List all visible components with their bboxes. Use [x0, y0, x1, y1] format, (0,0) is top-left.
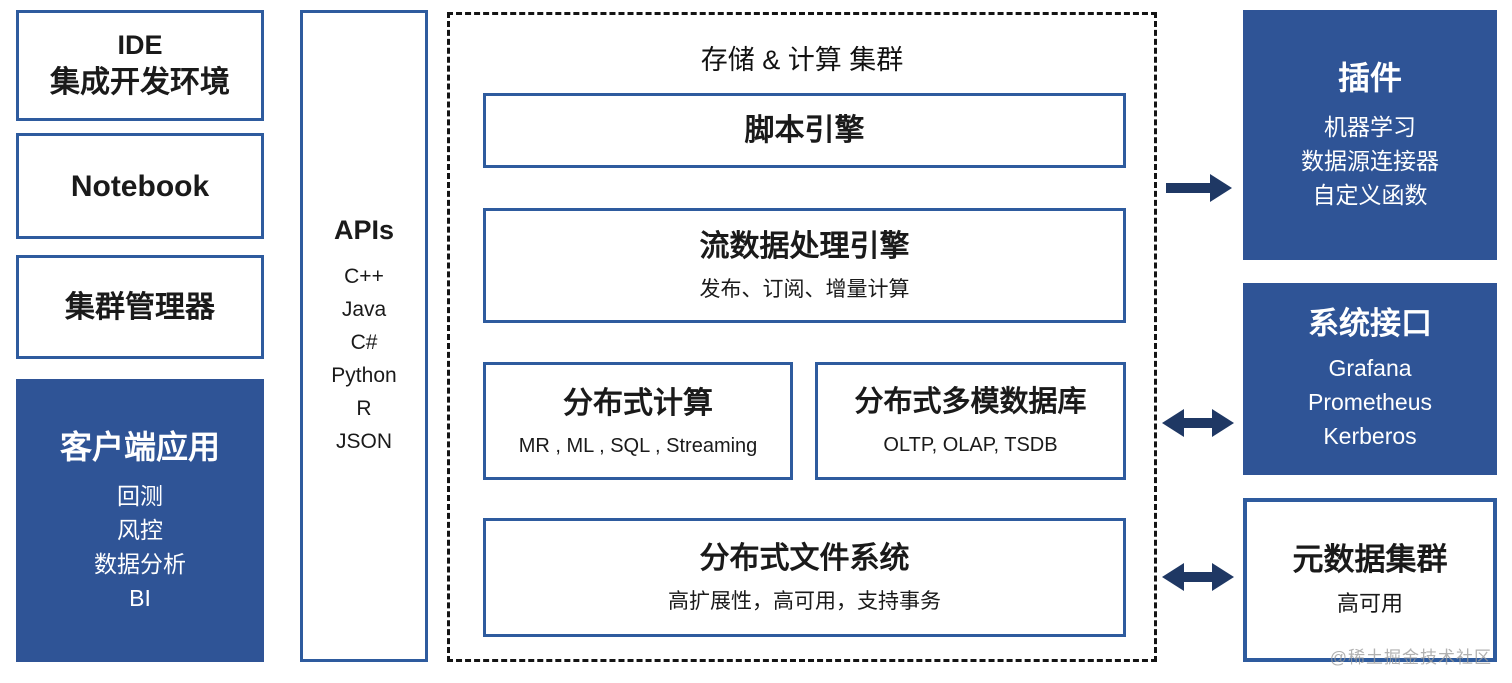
- plugins-item: 自定义函数: [1312, 182, 1428, 208]
- box-cluster-manager: 集群管理器: [16, 255, 264, 359]
- stream-engine-title: 流数据处理引擎: [699, 230, 910, 264]
- box-notebook: Notebook: [16, 133, 264, 239]
- system-interfaces-item: Kerberos: [1323, 423, 1417, 450]
- client-app-item: 数据分析: [94, 550, 186, 577]
- metadata-cluster-subtitle: 高可用: [1336, 591, 1403, 617]
- client-app-items: 回测 风控 数据分析 BI: [94, 479, 186, 615]
- notebook-label: Notebook: [70, 169, 210, 203]
- ide-title: IDE: [117, 30, 163, 61]
- box-plugins: 插件 机器学习 数据源连接器 自定义函数: [1243, 10, 1497, 260]
- apis-item: R: [356, 396, 372, 420]
- box-client-app: 客户端应用 回测 风控 数据分析 BI: [16, 379, 264, 662]
- box-metadata-cluster: 元数据集群 高可用: [1243, 498, 1497, 662]
- plugins-item: 数据源连接器: [1301, 148, 1439, 174]
- apis-item: Python: [331, 363, 397, 387]
- client-app-item: 风控: [117, 516, 163, 543]
- cluster-manager-label: 集群管理器: [65, 290, 215, 324]
- box-system-interfaces: 系统接口 Grafana Prometheus Kerberos: [1243, 283, 1497, 475]
- client-app-title: 客户端应用: [59, 428, 220, 465]
- metadata-cluster-title: 元数据集群: [1292, 542, 1448, 578]
- storage-compute-cluster-title: 存储 & 计算 集群: [700, 45, 904, 75]
- system-interfaces-item: Grafana: [1328, 355, 1412, 382]
- arrow-left-right-icon: [1160, 561, 1236, 598]
- storage-compute-cluster-container: [447, 12, 1157, 662]
- plugins-title: 插件: [1337, 60, 1402, 96]
- box-distributed-compute: 分布式计算 MR , ML , SQL , Streaming: [483, 362, 793, 480]
- apis-item: C#: [350, 330, 378, 354]
- watermark: @稀土掘金技术社区: [1329, 648, 1492, 667]
- script-engine-title: 脚本引擎: [744, 114, 865, 147]
- client-app-item: 回测: [117, 482, 163, 509]
- box-stream-engine: 流数据处理引擎 发布、订阅、增量计算: [483, 208, 1126, 323]
- arrow-left-right-icon: [1160, 407, 1236, 444]
- plugins-items: 机器学习 数据源连接器 自定义函数: [1301, 110, 1439, 212]
- box-apis: APIs C++ Java C# Python R JSON: [300, 10, 428, 662]
- box-file-system: 分布式文件系统 高扩展性，高可用，支持事务: [483, 518, 1126, 637]
- stream-engine-subtitle: 发布、订阅、增量计算: [699, 278, 910, 302]
- ide-subtitle: 集成开发环境: [50, 65, 230, 99]
- box-script-engine: 脚本引擎: [483, 93, 1126, 168]
- apis-item: C++: [344, 264, 384, 288]
- system-interfaces-title: 系统接口: [1308, 305, 1432, 341]
- box-ide: IDE 集成开发环境: [16, 10, 264, 121]
- arrow-right-icon: [1164, 172, 1234, 209]
- file-system-subtitle: 高扩展性，高可用，支持事务: [668, 590, 941, 614]
- plugins-item: 机器学习: [1324, 114, 1416, 140]
- box-multimodel-db: 分布式多模数据库 OLTP, OLAP, TSDB: [815, 362, 1126, 480]
- client-app-item: BI: [129, 584, 151, 611]
- multimodel-db-title: 分布式多模数据库: [854, 386, 1087, 419]
- distributed-compute-subtitle: MR , ML , SQL , Streaming: [518, 434, 758, 457]
- apis-items: C++ Java C# Python R JSON: [331, 260, 396, 458]
- multimodel-db-subtitle: OLTP, OLAP, TSDB: [883, 433, 1058, 456]
- distributed-compute-title: 分布式计算: [563, 386, 713, 420]
- apis-item: JSON: [335, 429, 392, 453]
- system-interfaces-items: Grafana Prometheus Kerberos: [1308, 351, 1432, 453]
- system-interfaces-item: Prometheus: [1307, 389, 1432, 416]
- apis-title: APIs: [333, 215, 395, 246]
- file-system-title: 分布式文件系统: [699, 542, 910, 576]
- apis-item: Java: [341, 297, 387, 321]
